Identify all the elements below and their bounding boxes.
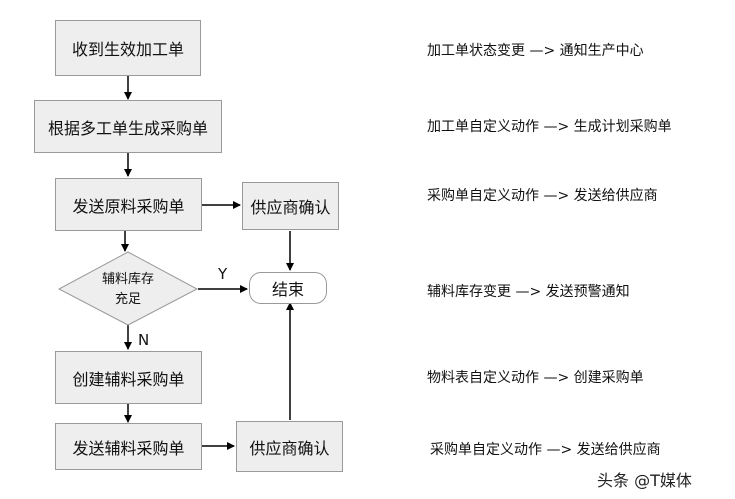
note-order-custom-action: 加工单自定义动作 —> 生成计划采购单 [427,119,672,135]
decision-line-1: 辅料库存 [101,272,154,287]
watermark: 头条 @T媒体 [597,471,692,490]
step-create-aux-po: 创建辅料采购单 [55,351,202,404]
step-supplier-confirm-1: 供应商确认 [242,182,339,230]
decision-diamond [57,251,199,326]
decision-line-2: 充足 [114,292,141,307]
note-order-status: 加工单状态变更 —> 通知生产中心 [427,43,644,59]
step-send-aux-po: 发送辅料采购单 [55,423,202,470]
no-label: N [138,331,150,349]
step-receive-order: 收到生效加工单 [55,20,201,76]
yes-label: Y [218,265,228,283]
step-send-raw-po: 发送原料采购单 [55,178,202,231]
step-supplier-confirm-2: 供应商确认 [236,421,343,472]
step-generate-po: 根据多工单生成采购单 [34,100,222,153]
note-po-custom-action-2: 采购单自定义动作 —> 发送给供应商 [430,442,661,458]
note-po-custom-action-1: 采购单自定义动作 —> 发送给供应商 [427,188,658,204]
end-node: 结束 [249,272,327,304]
note-bom-custom-action: 物料表自定义动作 —> 创建采购单 [427,370,644,386]
decision-label: 辅料库存 充足 [86,270,170,310]
note-stock-change: 辅料库存变更 —> 发送预警通知 [427,284,630,300]
